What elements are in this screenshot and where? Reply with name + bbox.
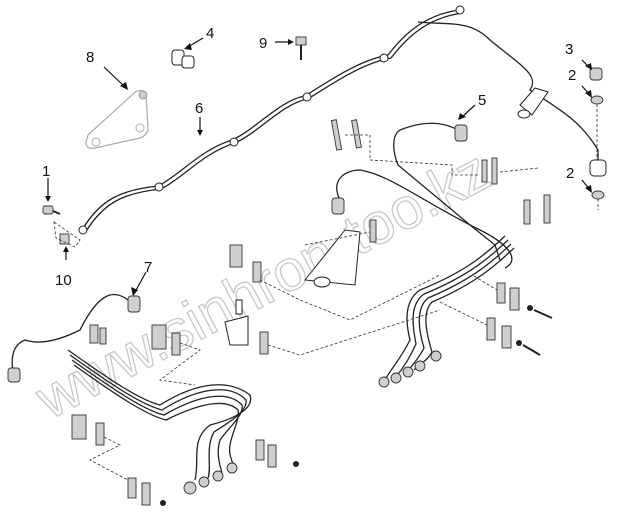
- callout-4[interactable]: 4: [206, 25, 214, 42]
- part-8-bracket[interactable]: [85, 89, 149, 149]
- center-bracket: [229, 219, 441, 321]
- callout-6[interactable]: 6: [195, 100, 203, 117]
- part-6-return-pipe[interactable]: [78, 5, 599, 235]
- part-4-clip[interactable]: [171, 49, 195, 69]
- part-3-cap[interactable]: [589, 67, 603, 81]
- callout-5[interactable]: 5: [478, 92, 486, 109]
- callout-leaders: [45, 37, 592, 296]
- part-5-injection-pipe[interactable]: [331, 122, 513, 269]
- part-2-washer-bottom[interactable]: [591, 190, 605, 200]
- part-2-washer-top[interactable]: [590, 95, 604, 105]
- clamp-set-left: [71, 299, 441, 506]
- watermark: www.sinhron-too.kz: [25, 138, 500, 432]
- callout-9[interactable]: 9: [259, 35, 267, 52]
- injection-pipes-right-bundle[interactable]: [378, 235, 515, 388]
- callout-2-top[interactable]: 2: [568, 67, 576, 84]
- part-10-nut[interactable]: [59, 233, 70, 245]
- banjo-fitting: [589, 159, 607, 177]
- callout-3[interactable]: 3: [565, 41, 573, 58]
- callout-2-bottom[interactable]: 2: [566, 165, 574, 182]
- clamp-set-upper: [330, 119, 551, 225]
- clamp-set-right: [439, 275, 553, 356]
- callout-1[interactable]: 1: [42, 163, 50, 180]
- injection-pipes-left-bundle[interactable]: [67, 349, 252, 495]
- callout-8[interactable]: 8: [86, 49, 94, 66]
- part-9-bolt[interactable]: [295, 36, 307, 60]
- callout-7[interactable]: 7: [144, 259, 152, 276]
- part-1-bolt[interactable]: [42, 205, 61, 215]
- part-7-injection-pipe[interactable]: [7, 293, 141, 383]
- callout-10[interactable]: 10: [55, 272, 72, 289]
